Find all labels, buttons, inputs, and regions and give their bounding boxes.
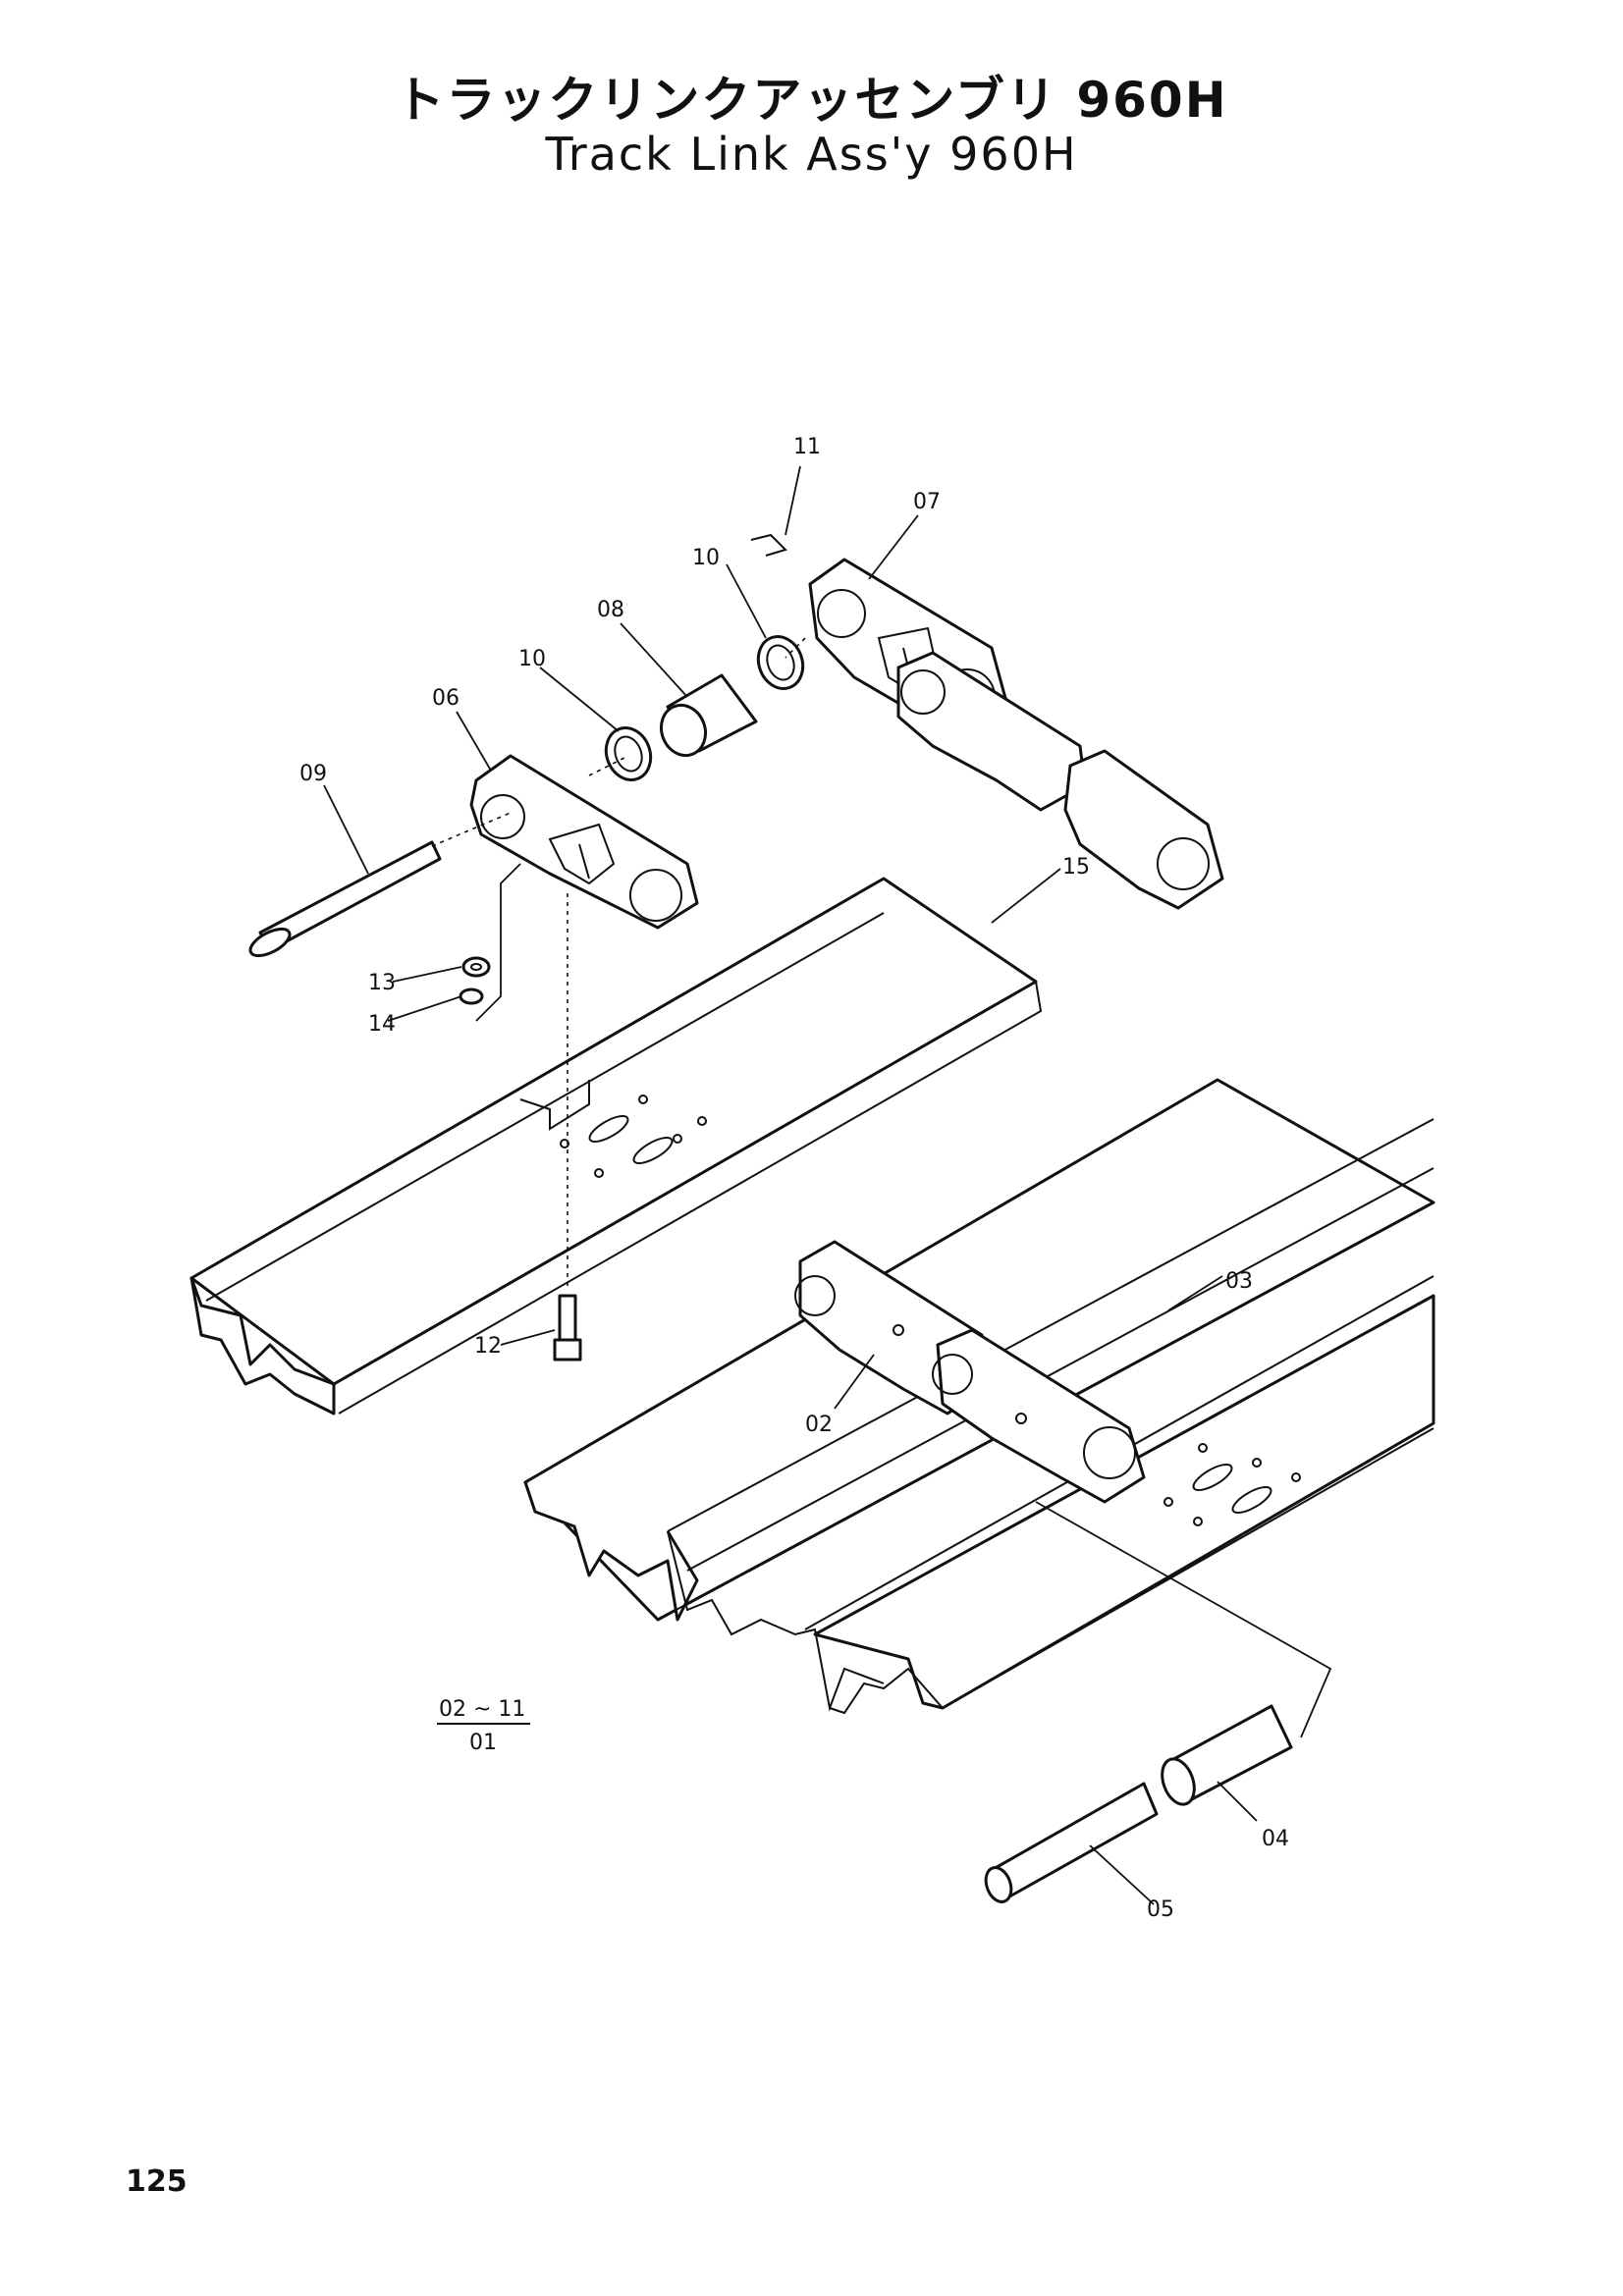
callout-09: 09 (299, 762, 327, 786)
guide-line-lower-pin (1035, 1501, 1332, 1738)
assembly-note-numerator: 02 ~ 11 (439, 1697, 525, 1722)
seal-10-right (756, 635, 805, 690)
callout-10-lower: 10 (518, 647, 546, 671)
page-title-japanese: トラックリンクアッセンブリ 960H (395, 72, 1228, 129)
callout-15: 15 (1062, 855, 1090, 880)
bolt-12 (553, 1294, 582, 1362)
pin-clip-11 (750, 533, 787, 557)
bushing-04 (1161, 1704, 1293, 1806)
callout-08: 08 (597, 598, 624, 622)
assembly-note: 02 ~ 11 01 (437, 1697, 530, 1755)
callout-11: 11 (793, 435, 821, 459)
nut-13 (461, 956, 491, 978)
callout-12: 12 (474, 1334, 502, 1359)
pin-05 (984, 1782, 1159, 1903)
callout-06: 06 (432, 686, 460, 711)
guide-line-nut (475, 863, 521, 1022)
track-shoe-15 (189, 877, 1043, 1415)
links-assembled (794, 651, 1224, 1504)
callout-13: 13 (368, 971, 396, 995)
leader-lines (323, 465, 1258, 1905)
page-number: 125 (126, 2164, 188, 2199)
callout-14: 14 (368, 1012, 396, 1037)
assembly-note-denominator: 01 (469, 1731, 497, 1755)
seal-10-left (604, 726, 653, 781)
callout-02: 02 (805, 1413, 833, 1437)
link-06 (469, 754, 699, 930)
callout-03: 03 (1225, 1269, 1253, 1294)
callout-05: 05 (1147, 1897, 1174, 1922)
pin-09 (248, 840, 442, 958)
bushing-08 (659, 673, 758, 758)
callout-04: 04 (1262, 1827, 1289, 1851)
page-title-english: Track Link Ass'y 960H (545, 128, 1078, 181)
washer-14 (459, 988, 484, 1005)
callout-07: 07 (913, 490, 941, 514)
guide-line-pin (431, 637, 806, 847)
callout-10-upper: 10 (692, 546, 720, 570)
